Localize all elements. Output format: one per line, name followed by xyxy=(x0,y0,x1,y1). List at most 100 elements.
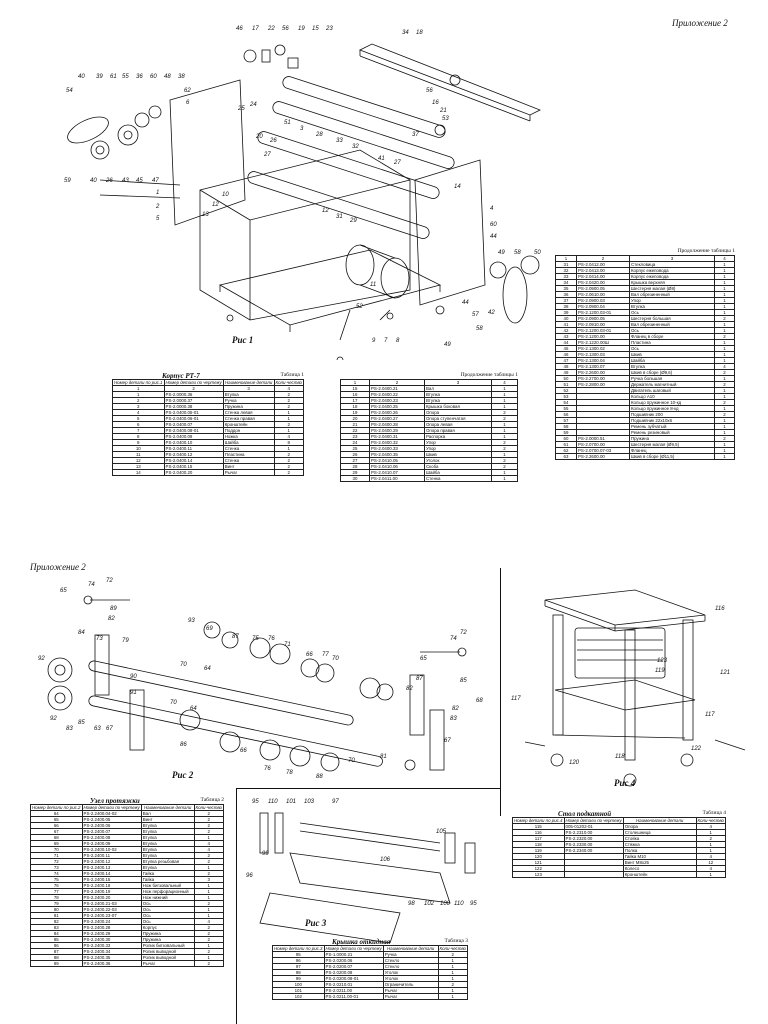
table4-title: Стол подкатной xyxy=(558,810,612,818)
table-cell: 63 xyxy=(555,453,577,460)
table-cell: 2 xyxy=(193,960,225,967)
svg-text:36: 36 xyxy=(136,74,143,80)
table1: Номер детали по рис.1 Номер детали по че… xyxy=(112,379,305,476)
svg-text:82: 82 xyxy=(452,706,459,712)
svg-text:79: 79 xyxy=(122,638,129,644)
svg-text:64: 64 xyxy=(190,706,197,712)
svg-text:27: 27 xyxy=(393,160,401,166)
svg-text:83: 83 xyxy=(450,716,457,722)
svg-text:5: 5 xyxy=(156,216,160,222)
svg-text:49: 49 xyxy=(444,342,451,348)
svg-text:16: 16 xyxy=(432,100,439,106)
svg-text:52: 52 xyxy=(356,304,363,310)
svg-text:60: 60 xyxy=(150,74,157,80)
svg-text:25: 25 xyxy=(237,106,245,112)
svg-text:118: 118 xyxy=(615,754,625,760)
svg-text:102: 102 xyxy=(424,901,435,907)
svg-text:85: 85 xyxy=(78,720,85,726)
svg-text:110: 110 xyxy=(268,799,278,805)
svg-text:74: 74 xyxy=(88,582,95,588)
svg-text:97: 97 xyxy=(332,799,339,805)
table-cell: PS-2.0411.00 xyxy=(369,475,425,482)
svg-text:68: 68 xyxy=(476,698,483,704)
svg-text:69: 69 xyxy=(206,626,213,632)
fig3-caption: Рис 3 xyxy=(305,918,327,928)
svg-text:49: 49 xyxy=(498,250,505,256)
svg-text:92: 92 xyxy=(38,656,45,662)
svg-text:8: 8 xyxy=(396,338,400,344)
svg-text:29: 29 xyxy=(349,218,357,224)
table-cell: 14 xyxy=(112,469,165,476)
appendix-label-bottom: Приложение 2 xyxy=(30,562,86,572)
svg-text:63: 63 xyxy=(94,726,101,732)
svg-text:9: 9 xyxy=(372,338,376,344)
svg-text:42: 42 xyxy=(488,310,495,316)
svg-text:87: 87 xyxy=(232,634,239,640)
svg-text:67: 67 xyxy=(444,738,451,744)
svg-text:74: 74 xyxy=(450,636,457,642)
svg-text:21: 21 xyxy=(439,108,447,114)
table2-header: Наименование детали xyxy=(140,804,195,811)
svg-text:48: 48 xyxy=(164,74,171,80)
svg-text:82: 82 xyxy=(108,616,115,622)
svg-text:38: 38 xyxy=(178,74,185,80)
svg-text:13: 13 xyxy=(202,212,209,218)
table2-header: Номер детали по рис.2 xyxy=(30,804,83,811)
svg-text:58: 58 xyxy=(514,250,521,256)
svg-text:56: 56 xyxy=(426,88,433,94)
table-cell: PS-2.2400.36 xyxy=(81,960,142,967)
svg-text:106: 106 xyxy=(380,857,391,863)
svg-text:59: 59 xyxy=(64,178,71,184)
svg-text:28: 28 xyxy=(315,132,323,138)
table-cell: Стенка xyxy=(424,475,492,482)
svg-text:20: 20 xyxy=(255,134,263,140)
table-cell: Рычаг xyxy=(140,960,195,967)
table-cell: 1 xyxy=(437,993,469,1000)
table2-title: Узел протяжки xyxy=(90,797,140,805)
svg-text:15: 15 xyxy=(312,26,319,32)
svg-text:83: 83 xyxy=(66,726,73,732)
table-cell: Рычаг xyxy=(382,993,439,1000)
table-cell: 1 xyxy=(695,871,727,878)
table-cell: 123 xyxy=(512,871,565,878)
svg-text:77: 77 xyxy=(322,652,329,658)
svg-text:70: 70 xyxy=(170,700,177,706)
svg-text:67: 67 xyxy=(106,726,113,732)
svg-text:117: 117 xyxy=(511,696,521,702)
table3-header: Номер детали по рис.3 xyxy=(272,945,325,952)
svg-text:90: 90 xyxy=(130,674,137,680)
svg-text:66: 66 xyxy=(240,748,247,754)
table3-header: Наименование детали xyxy=(382,945,439,952)
svg-text:39: 39 xyxy=(96,74,103,80)
svg-text:99: 99 xyxy=(262,851,269,857)
svg-text:22: 22 xyxy=(267,26,275,32)
svg-text:72: 72 xyxy=(460,630,467,636)
svg-text:122: 122 xyxy=(691,746,702,752)
svg-text:66: 66 xyxy=(306,652,313,658)
svg-text:12: 12 xyxy=(322,208,329,214)
table-cell xyxy=(563,871,624,878)
svg-text:24: 24 xyxy=(249,102,257,108)
svg-text:2: 2 xyxy=(155,204,160,210)
table-cell: 102 xyxy=(272,993,325,1000)
svg-text:85: 85 xyxy=(460,678,467,684)
svg-text:50: 50 xyxy=(534,250,541,256)
svg-text:1: 1 xyxy=(156,190,159,196)
svg-text:60: 60 xyxy=(490,222,497,228)
table3-caption: Таблица 3 xyxy=(444,938,468,944)
table-cell: Кронштейн xyxy=(622,871,697,878)
svg-text:103: 103 xyxy=(304,799,315,805)
svg-text:71: 71 xyxy=(284,642,291,648)
svg-text:11: 11 xyxy=(370,282,376,288)
